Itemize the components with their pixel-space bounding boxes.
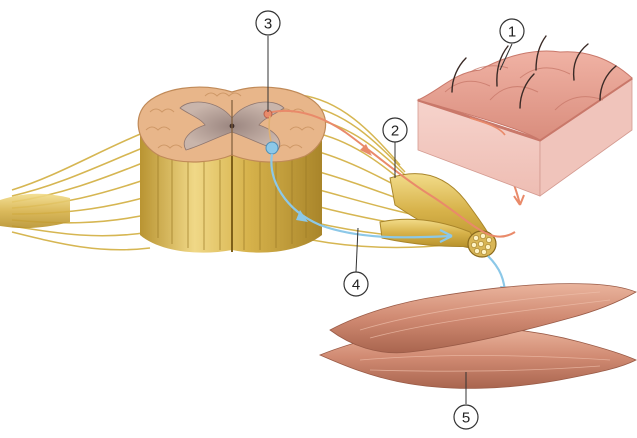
callout-number: 5 bbox=[462, 410, 470, 427]
callout-2: 2 bbox=[383, 118, 407, 142]
motor-neuron-body bbox=[266, 142, 278, 154]
callout-3: 3 bbox=[256, 11, 280, 35]
callout-5: 5 bbox=[454, 405, 478, 429]
callout-4: 4 bbox=[344, 272, 368, 296]
callout-number: 1 bbox=[508, 24, 516, 41]
callout-number: 4 bbox=[352, 277, 360, 294]
callout-1: 1 bbox=[500, 19, 524, 43]
left-nerve-fibers bbox=[12, 130, 150, 250]
callout-number: 2 bbox=[391, 123, 399, 140]
callout-number: 3 bbox=[264, 16, 272, 33]
skeletal-muscle bbox=[320, 284, 636, 389]
left-nerve-trunk bbox=[0, 194, 70, 228]
skin-block bbox=[418, 36, 632, 196]
